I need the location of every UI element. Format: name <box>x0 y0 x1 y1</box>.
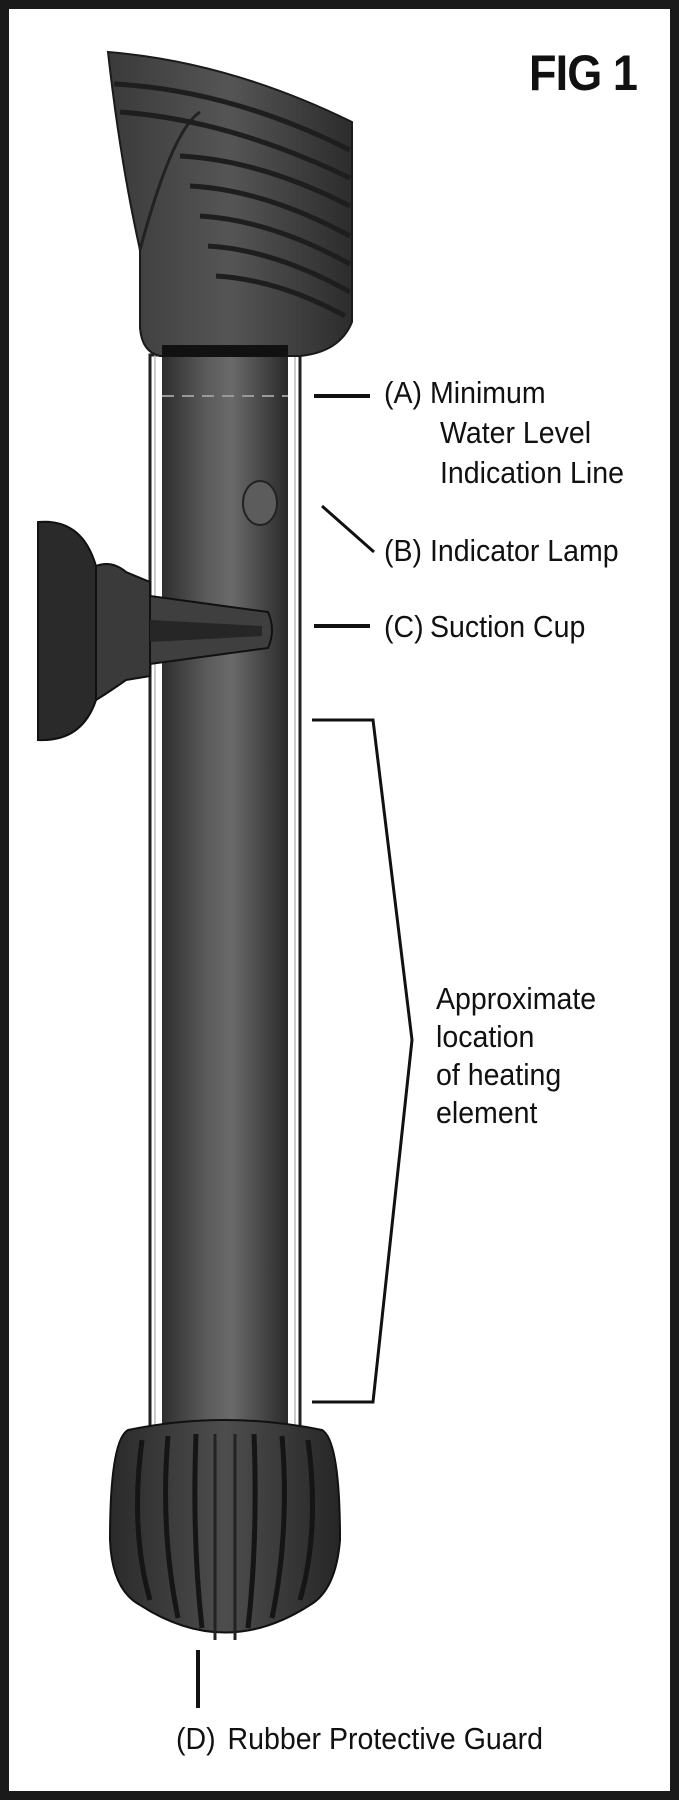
heating-line-4: element <box>436 1095 538 1130</box>
leader-lines <box>196 394 414 1708</box>
suction-cup <box>37 520 273 742</box>
heating-element-callout: Approximate location of heating element <box>436 980 596 1132</box>
callout-b-code: (B) <box>384 533 423 568</box>
callout-d: (D) Rubber Protective Guard <box>176 1720 543 1758</box>
heater-body <box>162 355 288 1435</box>
callout-a-line-2: Water Level <box>440 415 592 450</box>
callout-a: (A)Minimum <box>384 374 546 412</box>
heating-line-1: Approximate <box>436 981 597 1016</box>
callout-b-text: Indicator Lamp <box>430 533 619 568</box>
callout-a-line-1: Minimum <box>430 375 546 410</box>
callout-d-code: (D) <box>176 1721 216 1756</box>
callout-d-text: Rubber Protective Guard <box>227 1721 543 1756</box>
indicator-lamp <box>242 480 278 526</box>
callout-a-code: (A) <box>384 375 423 410</box>
control-cap <box>106 50 353 357</box>
heating-line-2: location <box>436 1019 535 1054</box>
callout-c-text: Suction Cup <box>430 609 586 644</box>
figure-title: FIG 1 <box>528 45 638 101</box>
heating-line-3: of heating <box>436 1057 562 1092</box>
callout-c: (C)Suction Cup <box>384 608 585 646</box>
callout-c-code: (C) <box>384 609 424 644</box>
rubber-guard <box>108 1419 342 1640</box>
callout-a-line-3: Indication Line <box>440 455 624 490</box>
callout-b: (B)Indicator Lamp <box>384 532 619 570</box>
